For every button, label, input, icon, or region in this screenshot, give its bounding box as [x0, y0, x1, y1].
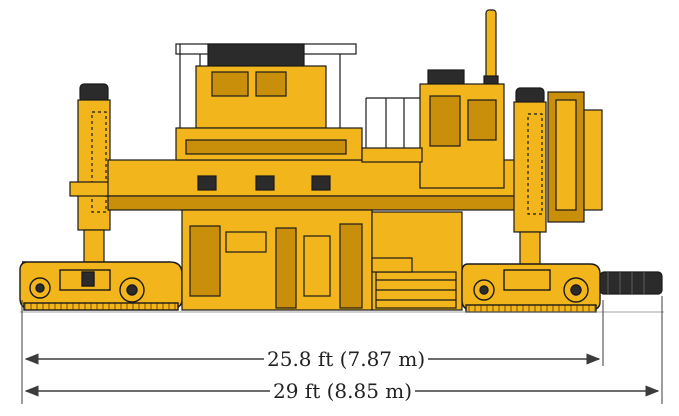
left-leg-column	[69, 83, 119, 271]
operator-deck	[175, 43, 363, 161]
overall-length-label: 29 ft (8.85 m)	[270, 380, 416, 402]
rear-tail	[599, 271, 663, 295]
left-track	[19, 261, 183, 311]
extension-lines	[21, 296, 663, 404]
inner-length-label: 25.8 ft (7.87 m)	[264, 348, 429, 370]
engine-housing	[361, 9, 505, 189]
right-leg-column	[513, 87, 603, 269]
right-track	[461, 263, 601, 313]
